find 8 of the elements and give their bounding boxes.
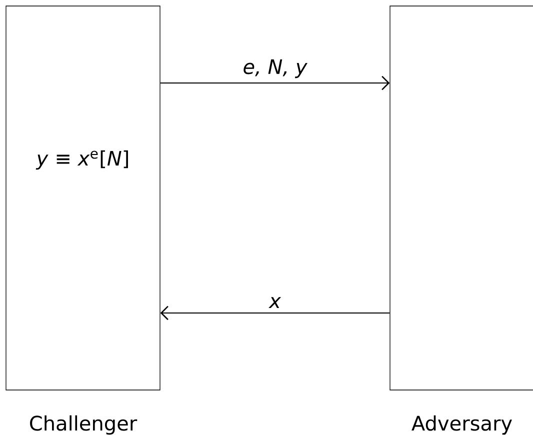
arrow xyxy=(160,76,390,90)
party-name: Adversary xyxy=(412,415,512,435)
edge-label: e, N, y xyxy=(244,59,308,78)
party-box: y ≡ x$^{e}$[N] xyxy=(6,6,160,390)
edge-label: x xyxy=(268,297,282,308)
party-name: Challenger xyxy=(30,415,138,435)
arrow xyxy=(160,306,390,320)
party-box xyxy=(390,6,533,390)
